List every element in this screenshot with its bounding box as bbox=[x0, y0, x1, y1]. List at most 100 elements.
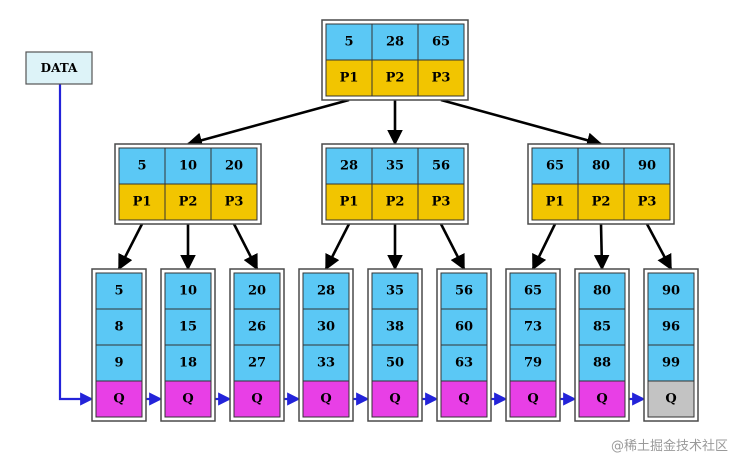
pointer-label: P1 bbox=[340, 71, 359, 86]
leaf-key-cell bbox=[95, 272, 143, 310]
key-cell bbox=[417, 147, 465, 185]
leaf-key-cell bbox=[95, 308, 143, 346]
leaf-key-label: 30 bbox=[317, 320, 335, 335]
leaf-key-label: 38 bbox=[386, 320, 404, 335]
leaf-next-pointer-cell bbox=[440, 380, 488, 418]
data-entry-link bbox=[58, 84, 94, 406]
leaf-key-label: 56 bbox=[455, 284, 473, 299]
leaf-key-label: 80 bbox=[593, 284, 611, 299]
leaf-key-label: 63 bbox=[455, 356, 473, 371]
leaf-next-pointer-label: Q bbox=[320, 392, 331, 407]
leaf-key-label: 79 bbox=[524, 356, 542, 371]
pointer-cell bbox=[210, 183, 258, 221]
pointer-label: P2 bbox=[592, 195, 611, 210]
leaf-key-label: 96 bbox=[662, 320, 680, 335]
internal-to-leaf-edge bbox=[531, 223, 557, 271]
key-label: 90 bbox=[638, 159, 656, 174]
leaf-key-cell bbox=[164, 272, 212, 310]
leaf-key-cell bbox=[302, 308, 350, 346]
internal-to-leaf-edge bbox=[232, 223, 259, 271]
pointer-cell bbox=[417, 59, 465, 97]
pointer-label: P1 bbox=[133, 195, 152, 210]
leaf-links bbox=[58, 84, 646, 406]
leaf-key-label: 15 bbox=[179, 320, 197, 335]
leaf-key-label: 65 bbox=[524, 284, 542, 299]
leaf-key-label: 60 bbox=[455, 320, 473, 335]
key-cell bbox=[371, 147, 419, 185]
leaf-key-label: 73 bbox=[524, 320, 542, 335]
leaf-key-cell bbox=[233, 308, 281, 346]
root-to-internal-edge bbox=[440, 98, 603, 148]
leaf-key-cell bbox=[578, 344, 626, 382]
leaf-key-label: 10 bbox=[179, 284, 197, 299]
key-label: 56 bbox=[432, 159, 450, 174]
pointer-cell bbox=[325, 59, 373, 97]
leaf-next-pointer-label: Q bbox=[665, 392, 676, 407]
leaf-key-label: 28 bbox=[317, 284, 335, 299]
internal-to-leaf-edge bbox=[324, 223, 351, 271]
leaf-key-cell bbox=[371, 272, 419, 310]
leaf-next-pointer-cell bbox=[302, 380, 350, 418]
pointer-cell bbox=[164, 183, 212, 221]
pointer-label: P2 bbox=[386, 195, 405, 210]
key-label: 80 bbox=[592, 159, 610, 174]
leaf-key-cell bbox=[95, 344, 143, 382]
leaf-node: 28 30 33Q bbox=[298, 268, 354, 422]
leaf-next-pointer-cell bbox=[578, 380, 626, 418]
key-label: 5 bbox=[137, 159, 146, 174]
leaf-key-cell bbox=[647, 344, 695, 382]
leaf-key-label: 8 bbox=[114, 320, 123, 335]
leaf-next-pointer-cell bbox=[647, 380, 695, 418]
key-label: 28 bbox=[386, 35, 404, 50]
leaf-key-label: 33 bbox=[317, 356, 335, 371]
pointer-label: P3 bbox=[432, 195, 451, 210]
leaf-next-pointer-cell bbox=[371, 380, 419, 418]
leaf-key-label: 27 bbox=[248, 356, 266, 371]
pointer-cell bbox=[531, 183, 579, 221]
leaf-key-cell bbox=[440, 344, 488, 382]
key-cell bbox=[371, 23, 419, 61]
watermark: @稀土掘金技术社区 bbox=[610, 439, 728, 454]
leaf-next-pointer-cell bbox=[509, 380, 557, 418]
pointer-cell bbox=[371, 183, 419, 221]
key-label: 5 bbox=[344, 35, 353, 50]
pointer-label: P3 bbox=[432, 71, 451, 86]
leaf-key-cell bbox=[371, 308, 419, 346]
data-box-rect bbox=[25, 51, 93, 85]
pointer-label: P2 bbox=[386, 71, 405, 86]
root-to-internal-edge bbox=[186, 98, 350, 148]
key-label: 28 bbox=[340, 159, 358, 174]
leaf-next-pointer-label: Q bbox=[458, 392, 469, 407]
key-label: 65 bbox=[432, 35, 450, 50]
tree-edges bbox=[117, 98, 673, 271]
leaf-key-cell bbox=[440, 272, 488, 310]
pointer-cell bbox=[577, 183, 625, 221]
pointer-label: P1 bbox=[340, 195, 359, 210]
key-cell bbox=[325, 147, 373, 185]
leaf-key-cell bbox=[233, 272, 281, 310]
key-cell bbox=[577, 147, 625, 185]
leaf-key-cell bbox=[233, 344, 281, 382]
key-label: 10 bbox=[179, 159, 197, 174]
leaf-key-label: 85 bbox=[593, 320, 611, 335]
leaf-key-cell bbox=[647, 308, 695, 346]
pointer-label: P1 bbox=[546, 195, 565, 210]
leaf-key-cell bbox=[164, 308, 212, 346]
leaf-next-pointer-label: Q bbox=[596, 392, 607, 407]
internal-to-leaf-edge bbox=[645, 223, 673, 271]
leaf-next-pointer-label: Q bbox=[113, 392, 124, 407]
leaf-key-cell bbox=[164, 344, 212, 382]
pointer-cell bbox=[623, 183, 671, 221]
internal-to-leaf-edge bbox=[117, 223, 144, 271]
